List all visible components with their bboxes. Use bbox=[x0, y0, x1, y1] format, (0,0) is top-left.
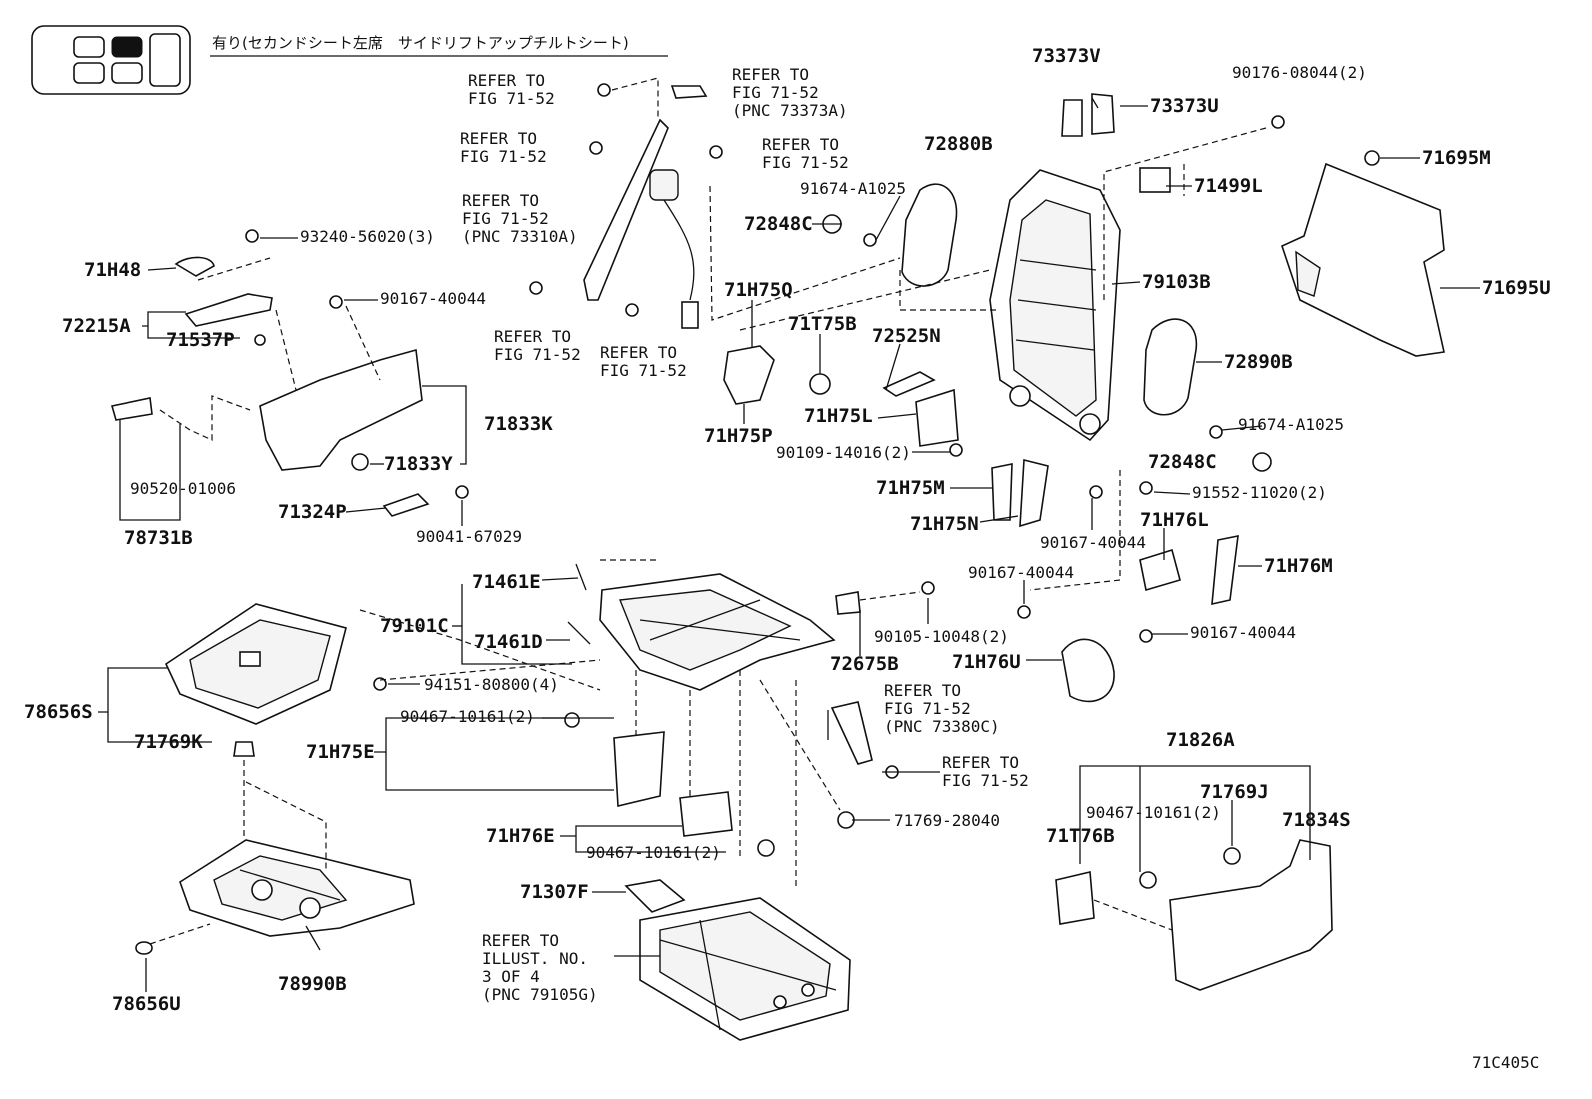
part-71H48: 71H48 bbox=[84, 259, 141, 281]
clip-71769K bbox=[233, 741, 255, 757]
part-73373U: 73373U bbox=[1150, 95, 1219, 117]
part-71H76M: 71H76M bbox=[1264, 555, 1333, 577]
part-90167-40044-c: 90167-40044 bbox=[1190, 623, 1296, 642]
part-90109-14016: 90109-14016(2) bbox=[776, 443, 911, 462]
part-71H76E: 71H76E bbox=[486, 825, 555, 847]
part-71826A: 71826A bbox=[1166, 729, 1235, 751]
part-72880B: 72880B bbox=[924, 133, 993, 155]
part-72890B: 72890B bbox=[1224, 351, 1293, 373]
part-71H76U: 71H76U bbox=[952, 651, 1021, 673]
part-91674-A1025-upper: 91674-A1025 bbox=[800, 179, 906, 198]
part-71H75P: 71H75P bbox=[704, 425, 773, 447]
part-90167-40044-d: 90167-40044 bbox=[380, 289, 486, 308]
part-71H75M: 71H75M bbox=[876, 477, 945, 499]
cushion-frame-79101C bbox=[567, 563, 836, 691]
part-79101C: 79101C bbox=[380, 615, 449, 637]
part-72848C-upper: 72848C bbox=[744, 213, 813, 235]
part-78656U: 78656U bbox=[112, 993, 181, 1015]
cover-71834S bbox=[1169, 839, 1333, 991]
part-93240-56020: 93240-56020(3) bbox=[300, 227, 435, 246]
part-71H75N: 71H75N bbox=[910, 513, 979, 535]
part-71834S: 71834S bbox=[1282, 809, 1351, 831]
part-90467-10161-c: 90467-10161(2) bbox=[1086, 803, 1221, 822]
cover-71H75Q bbox=[723, 345, 775, 405]
seat-belt-assembly bbox=[529, 77, 901, 329]
part-71537P: 71537P bbox=[166, 329, 235, 351]
part-71T76B: 71T76B bbox=[1046, 825, 1115, 847]
part-72675B: 72675B bbox=[830, 653, 899, 675]
figure-code: 71C405C bbox=[1472, 1053, 1539, 1072]
part-90467-10161-b: 90467-10161(2) bbox=[586, 843, 721, 862]
part-78731B: 78731B bbox=[124, 527, 193, 549]
part-71833K: 71833K bbox=[484, 413, 553, 435]
part-71461E: 71461E bbox=[472, 571, 541, 593]
knob-71H48 bbox=[174, 256, 215, 277]
part-73373V: 73373V bbox=[1032, 45, 1101, 67]
part-71695M: 71695M bbox=[1422, 147, 1491, 169]
part-71769-28040: 71769-28040 bbox=[894, 811, 1000, 830]
part-72525N: 72525N bbox=[872, 325, 941, 347]
part-71461D: 71461D bbox=[474, 631, 543, 653]
part-90167-40044-b: 90167-40044 bbox=[968, 563, 1074, 582]
mechanism-78990B bbox=[179, 839, 415, 937]
part-71T75B: 71T75B bbox=[788, 313, 857, 335]
cover-71H76U bbox=[1061, 638, 1115, 703]
pad-72880B bbox=[901, 183, 958, 287]
part-71499L: 71499L bbox=[1194, 175, 1263, 197]
part-72848C-lower: 72848C bbox=[1148, 451, 1217, 473]
part-71769K: 71769K bbox=[134, 731, 203, 753]
part-79103B: 79103B bbox=[1142, 271, 1211, 293]
part-78656S: 78656S bbox=[24, 701, 93, 723]
seat-track bbox=[639, 897, 851, 1041]
part-91674-A1025-lower: 91674-A1025 bbox=[1238, 415, 1344, 434]
part-90041-67029: 90041-67029 bbox=[416, 527, 522, 546]
pin-78656U bbox=[135, 941, 153, 955]
part-71H75E: 71H75E bbox=[306, 741, 375, 763]
part-90467-10161-a: 90467-10161(2) bbox=[400, 707, 535, 726]
part-91552-11020: 91552-11020(2) bbox=[1192, 483, 1327, 502]
part-94151-80800: 94151-80800(4) bbox=[424, 675, 559, 694]
part-78990B: 78990B bbox=[278, 973, 347, 995]
part-71307F: 71307F bbox=[520, 881, 589, 903]
part-90167-40044-a: 90167-40044 bbox=[1040, 533, 1146, 552]
part-71324P: 71324P bbox=[278, 501, 347, 523]
part-71833Y: 71833Y bbox=[384, 453, 453, 475]
seatback-frame bbox=[989, 169, 1121, 442]
side-cover-71833K bbox=[259, 348, 423, 471]
cover-71H75E bbox=[613, 731, 665, 807]
part-71H75Q: 71H75Q bbox=[724, 279, 793, 301]
seat-position-icon bbox=[31, 25, 191, 95]
diagram-title: 有り(セカンドシート左席 サイドリフトアップチルトシート) bbox=[212, 34, 629, 52]
part-71695U: 71695U bbox=[1482, 277, 1551, 299]
part-72215A: 72215A bbox=[62, 315, 131, 337]
part-71H75L: 71H75L bbox=[804, 405, 873, 427]
side-shield-71695U bbox=[1281, 162, 1445, 357]
bracket-71307F bbox=[624, 879, 686, 913]
part-90520-01006: 90520-01006 bbox=[130, 479, 236, 498]
part-90105-10048: 90105-10048(2) bbox=[874, 627, 1009, 646]
part-71H76L: 71H76L bbox=[1140, 509, 1209, 531]
leader-lines bbox=[98, 97, 1480, 992]
part-71769J: 71769J bbox=[1200, 781, 1269, 803]
lever-72215A bbox=[184, 293, 273, 327]
pad-72890B bbox=[1143, 318, 1198, 416]
part-90176-08044: 90176-08044(2) bbox=[1232, 63, 1367, 82]
